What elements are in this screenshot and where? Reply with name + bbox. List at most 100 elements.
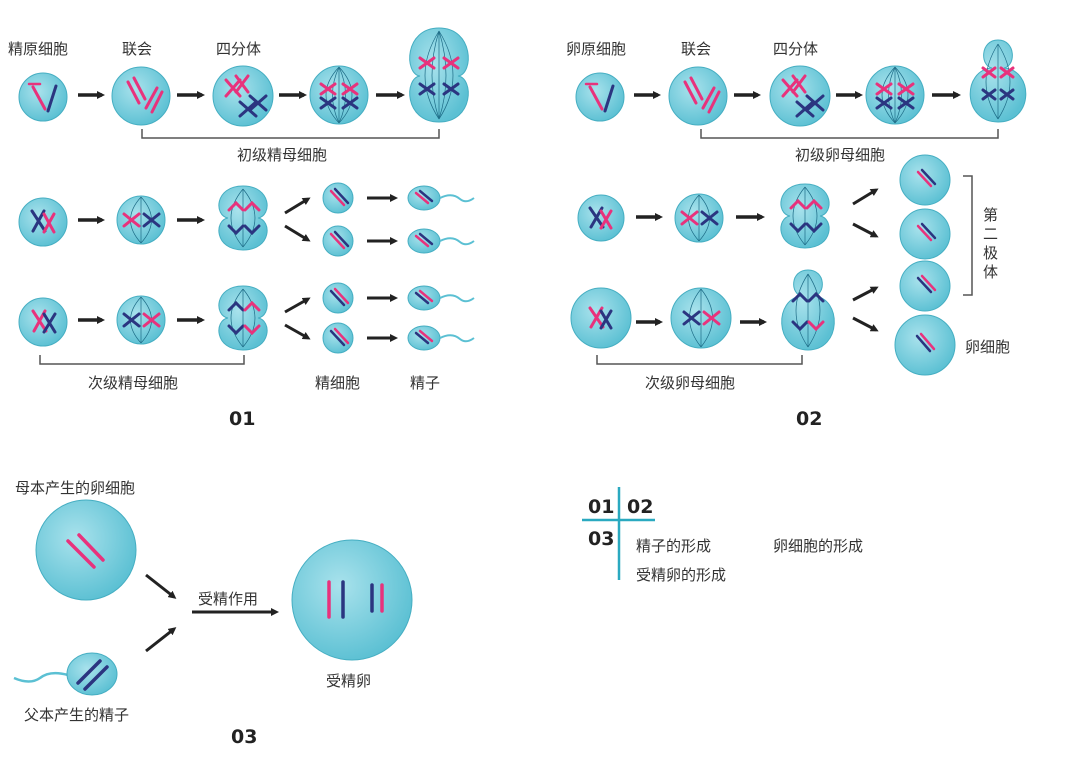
arrow — [145, 573, 177, 599]
legend-number-01: 01 — [588, 496, 614, 518]
chromosome — [150, 90, 164, 114]
label-egg: 卵细胞 — [965, 338, 1010, 356]
chromosome — [418, 56, 460, 70]
secondary-spermatocyte-bracket — [39, 355, 245, 365]
chromosome — [30, 209, 47, 233]
chromosome — [789, 222, 823, 234]
label-primary-oocyte: 初级卵母细胞 — [795, 146, 885, 164]
label-mother-egg: 母本产生的卵细胞 — [15, 479, 135, 497]
chromosome — [333, 327, 350, 345]
cell-spermatogonium — [18, 72, 68, 122]
label-zygote: 受精卵 — [326, 672, 371, 690]
panel-oogenesis: 卵原细胞 联会 四分体 初级卵母细胞 第 二 极 体 卵细胞 次级卵母细胞 02 — [566, 39, 1027, 430]
chromosome — [875, 82, 915, 96]
chromosome — [227, 200, 261, 212]
chromosome — [588, 85, 604, 111]
chromosome — [66, 539, 96, 569]
panel-number-03: 03 — [231, 726, 257, 748]
chromosome — [414, 291, 430, 305]
chromosome — [418, 232, 434, 246]
label-spermatid: 精细胞 — [315, 374, 360, 392]
chromosome — [31, 85, 47, 111]
secondary-oocyte-bracket — [596, 355, 803, 365]
chromosome — [781, 74, 807, 98]
cell-secondary — [18, 297, 68, 347]
chromosome — [707, 90, 721, 114]
spindle — [795, 273, 821, 348]
chromosome — [599, 209, 613, 230]
chromosome — [83, 665, 109, 691]
chromosome — [789, 198, 823, 210]
chromosome — [234, 74, 250, 94]
label-secondary-spermatocyte: 次级精母细胞 — [88, 374, 178, 392]
chromosome — [42, 312, 57, 334]
chromosome — [920, 274, 937, 292]
legend-item-egg-formation: 卵细胞的形成 — [773, 537, 863, 555]
chromosome — [682, 310, 701, 326]
chromosome — [126, 80, 141, 105]
chromosome — [329, 289, 346, 307]
chromosome — [414, 191, 430, 205]
chromosome — [122, 312, 141, 328]
chromosome — [875, 96, 915, 110]
label-polar-body-char: 体 — [983, 263, 998, 281]
chromosome — [916, 276, 933, 294]
spindle — [230, 288, 256, 348]
cell-sperm — [407, 185, 441, 211]
chromosome — [227, 224, 261, 236]
arrow — [284, 197, 311, 215]
label-spermatogonium: 精原细胞 — [8, 40, 68, 58]
arrow — [284, 224, 311, 242]
chromosome — [807, 320, 825, 332]
chromosome — [142, 212, 161, 228]
label-polar-body-char: 二 — [983, 225, 998, 243]
chromosome — [680, 210, 699, 226]
chromosome — [418, 82, 460, 96]
arrow — [852, 222, 879, 238]
cell-sperm — [407, 285, 441, 311]
chromosome — [683, 80, 698, 105]
chromosome — [919, 332, 936, 351]
sperm-tail — [439, 294, 475, 303]
panel-fertilization: 母本产生的卵细胞 受精作用 受精卵 父本产生的精子 03 — [13, 479, 413, 748]
chromosome — [238, 100, 258, 118]
chromosome — [418, 329, 434, 343]
chromosome — [144, 86, 159, 110]
label-father-sperm: 父本产生的精子 — [24, 706, 129, 724]
chromosome — [791, 320, 809, 332]
panel-spermatogenesis: 精原细胞 联会 四分体 初级精母细胞 次级精母细胞 精细胞 精子 01 — [8, 27, 475, 430]
primary-spermatocyte-bracket — [141, 129, 440, 139]
label-polar-body-char: 第 — [983, 206, 998, 224]
chromosome — [414, 234, 430, 248]
cell-synapsis — [668, 66, 728, 126]
sperm-tail — [439, 194, 475, 203]
spindle — [792, 186, 818, 246]
chromosome — [248, 94, 268, 112]
chromosome — [701, 86, 716, 110]
chromosome — [916, 170, 933, 188]
chromosome — [807, 291, 825, 303]
label-synapsis: 联会 — [122, 40, 152, 58]
cell-zygote — [291, 539, 413, 661]
chromosome — [329, 232, 346, 250]
cell-father-sperm — [66, 652, 118, 696]
label-fertilization: 受精作用 — [198, 590, 258, 608]
chromosome — [333, 287, 350, 305]
chromosome — [689, 76, 704, 101]
chromosome — [702, 310, 721, 326]
chromosome — [46, 84, 58, 113]
arrow — [852, 286, 879, 302]
chromosome — [122, 212, 141, 228]
sperm-tail — [439, 237, 475, 246]
chromosome — [42, 212, 56, 234]
sperm-tail — [439, 334, 475, 343]
spindle — [230, 188, 256, 248]
spindle — [424, 30, 454, 120]
chromosome — [227, 300, 245, 312]
chromosome — [329, 189, 346, 207]
legend-number-02: 02 — [627, 496, 653, 518]
panel-number-02: 02 — [796, 408, 822, 430]
arrow — [852, 188, 879, 206]
